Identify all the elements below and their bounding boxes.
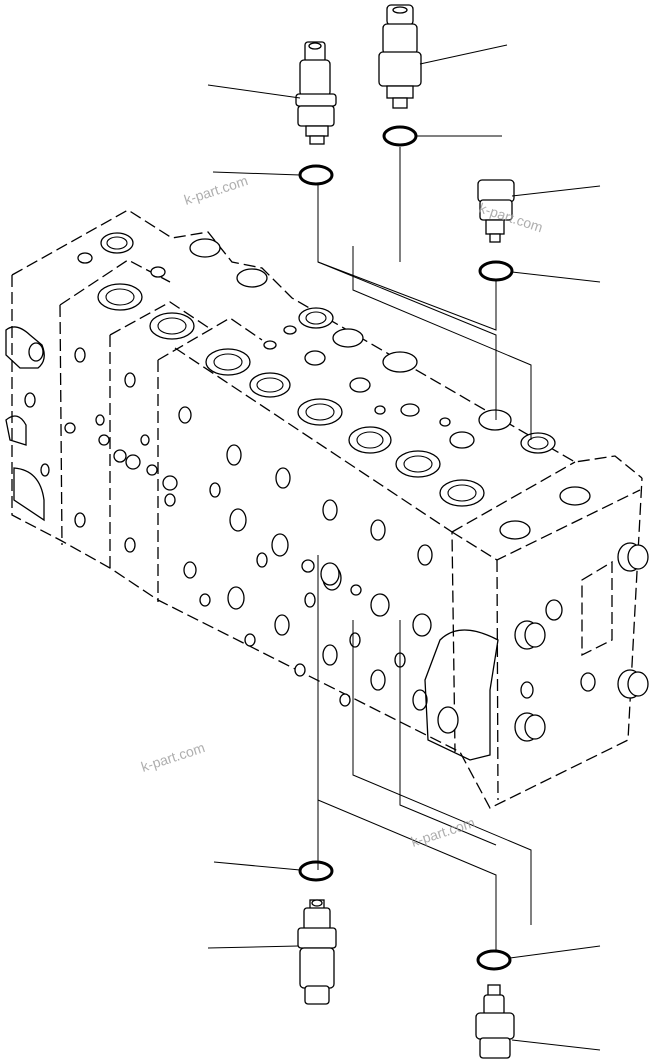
plug-right-1 xyxy=(617,542,649,572)
watermark: k-part.com xyxy=(182,172,250,208)
relief-valve-top-left xyxy=(295,41,337,145)
relief-valve-top-right xyxy=(378,4,422,109)
plug-valve-upper-right xyxy=(477,179,515,243)
plug-valve-bottom-right xyxy=(475,984,515,1059)
assembly-lines xyxy=(317,147,532,950)
plug-right-3 xyxy=(617,669,649,699)
watermark: k-part.com xyxy=(409,814,477,850)
o-ring-top-right xyxy=(382,125,418,147)
o-ring-bottom-right xyxy=(476,949,512,971)
watermark: k-part.com xyxy=(139,739,207,775)
plug-right-2 xyxy=(514,620,546,650)
plug-right-4 xyxy=(514,712,546,742)
leader-lines xyxy=(207,44,601,1051)
o-ring-bottom-left xyxy=(298,860,334,882)
valve-body xyxy=(5,209,649,809)
relief-valve-bottom-left xyxy=(297,899,337,1005)
o-ring-top-left xyxy=(298,164,334,186)
o-ring-upper-right xyxy=(478,260,514,282)
